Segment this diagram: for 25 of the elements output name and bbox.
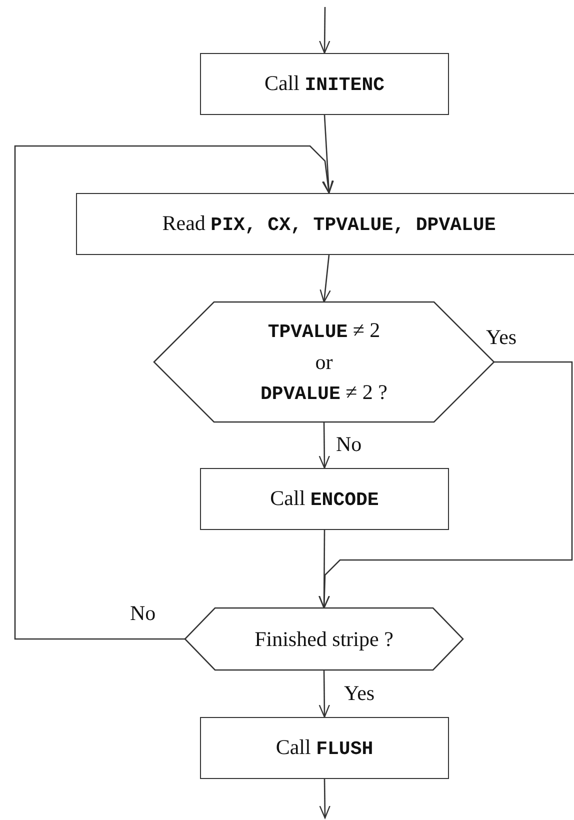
process-box (200, 468, 449, 530)
arrow (320, 254, 331, 303)
arrow (318, 422, 330, 469)
node-text: Finished stripe ? (254, 626, 394, 653)
node-text: Call FLUSH (276, 734, 374, 762)
node-text: Call ENCODE (270, 485, 379, 513)
edge-label: No (130, 601, 156, 626)
process-box (200, 717, 449, 779)
edge-label: No (336, 432, 362, 457)
arrow (318, 670, 330, 718)
node-text: Call INITENC (264, 70, 385, 98)
arrow (322, 114, 334, 194)
process-box (200, 53, 449, 115)
arrow (319, 779, 330, 819)
edge-label: Yes (486, 325, 517, 350)
node-text: Read PIX, CX, TPVALUE, DPVALUE (162, 210, 496, 238)
edge-label: Yes (344, 681, 375, 706)
decision-hexagon (185, 608, 463, 670)
process-box (76, 193, 574, 255)
node-text: DPVALUE ≠ 2 ? (260, 379, 388, 407)
arrow (318, 530, 330, 609)
arrow (14, 145, 334, 640)
node-text: or (315, 349, 333, 376)
node-text: TPVALUE ≠ 2 (268, 317, 380, 345)
arrow (319, 7, 330, 54)
